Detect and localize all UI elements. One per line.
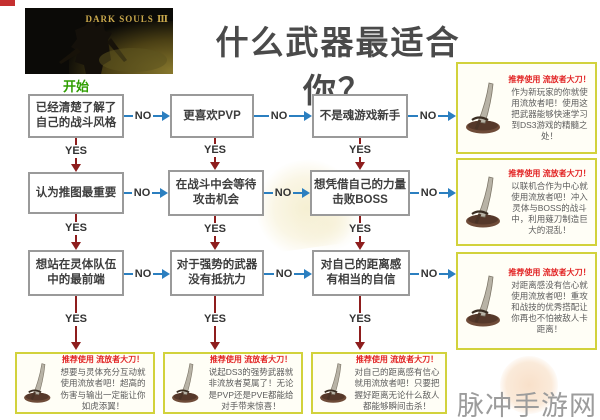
- question-phantom-frontline: 想站在灵体队伍中的最前端: [28, 250, 124, 296]
- question-know-own-style: 已经清楚了解了自己的战斗风格: [28, 94, 124, 138]
- arrow-head-icon: [210, 242, 220, 250]
- yes-arrow-q7-rec4: YES: [56, 296, 96, 350]
- no-label: NO: [274, 186, 292, 199]
- greatsword-icon: [172, 363, 199, 403]
- question-map-progress-important: 认为推图最重要: [28, 172, 124, 214]
- greatsword-icon: [466, 82, 500, 134]
- arrow-head-icon: [162, 269, 170, 279]
- arrow-head-icon: [355, 162, 365, 170]
- recommendation-box-right-2: 推荐使用 流放者大刀！ 以联机合作为中心就使用流放者吧！冲入灵体与BOSS的战斗…: [456, 158, 597, 246]
- no-label: NO: [420, 267, 438, 280]
- recommendation-body: 说起DS3的强势武器就非流放者莫属了！无论是PVP还是PVE都能给对手带来惊喜！: [208, 367, 294, 411]
- no-arrow-q3-rec1: NO: [408, 108, 456, 124]
- yes-arrow-q4-q7: YES: [56, 214, 96, 250]
- question-distance-confidence: 对自己的距离感有相当的自信: [312, 250, 410, 296]
- recommendation-title: 推荐使用 流放者大刀！: [209, 355, 293, 365]
- no-arrow-q5-q6: NO: [264, 185, 310, 201]
- arrow-head-icon: [71, 342, 81, 350]
- greatsword-icon: [320, 363, 347, 403]
- recommendation-title: 推荐使用 流放者大刀！: [508, 168, 591, 178]
- arrow-head-icon: [71, 164, 81, 172]
- yes-label: YES: [348, 222, 371, 235]
- arrow-head-icon: [304, 111, 312, 121]
- no-arrow-q7-q8: NO: [124, 266, 170, 282]
- question-prefer-pvp: 更喜欢PVP: [170, 94, 254, 138]
- recommendation-body: 作为新玩家的你就使用流放者吧！使用这把武器能够快速学习到DS3游戏的精髓之处！: [511, 86, 588, 142]
- no-label: NO: [420, 186, 438, 199]
- arrow-head-icon: [448, 269, 456, 279]
- recommendation-body: 对自己的距离感有信心就用流放者吧！只要把握好距离无论什么敌人都能够瞬间击杀！: [354, 367, 440, 411]
- question-wait-attack-chance: 在战斗中会等待攻击机会: [168, 170, 264, 216]
- no-label: NO: [275, 267, 293, 280]
- recommendation-title: 推荐使用 流放者大刀！: [508, 267, 591, 277]
- question-solo-boss: 想凭借自己的力量击败BOSS: [310, 170, 410, 216]
- no-label: NO: [270, 109, 288, 122]
- knight-silhouette: [59, 18, 167, 74]
- no-arrow-q2-q3: NO: [254, 108, 312, 124]
- recommendation-box-right-1: 推荐使用 流放者大刀！ 作为新玩家的你就使用流放者吧！使用这把武器能够快速学习到…: [456, 62, 597, 154]
- arrow-head-icon: [448, 111, 456, 121]
- greatsword-icon: [466, 176, 500, 228]
- yes-arrow-q2-q5: YES: [195, 138, 235, 170]
- arrow-head-icon: [210, 342, 220, 350]
- yes-arrow-q9-rec6: YES: [340, 296, 380, 350]
- dark-souls-logo-text: DARK SOULS Ⅲ: [85, 14, 169, 24]
- arrow-head-icon: [355, 242, 365, 250]
- recommendation-box-bottom-1: 推荐使用 流放者大刀！ 想要与灵体充分互动就使用流放者吧！超高的伤害与输出一定能…: [15, 352, 155, 414]
- arrow-head-icon: [160, 188, 168, 198]
- recommendation-box-bottom-3: 推荐使用 流放者大刀！ 对自己的距离感有信心就用流放者吧！只要把握好距离无论什么…: [311, 352, 447, 414]
- question-not-souls-newbie: 不是魂游戏新手: [312, 94, 408, 138]
- yes-label: YES: [64, 221, 87, 234]
- no-label: NO: [134, 109, 152, 122]
- page-title: 什么武器最适合你？: [215, 24, 461, 109]
- recommendation-box-right-3: 推荐使用 流放者大刀！ 对距离感没有信心就使用流放者吧！重攻和战技的优秀搭配让你…: [456, 252, 597, 350]
- greatsword-icon: [466, 275, 500, 327]
- no-label: NO: [133, 186, 151, 199]
- yes-arrow-q8-rec5: YES: [195, 296, 235, 350]
- arrow-head-icon: [302, 188, 310, 198]
- arrow-head-icon: [71, 242, 81, 250]
- arrow-head-icon: [210, 162, 220, 170]
- no-arrow-q4-q5: NO: [124, 185, 168, 201]
- no-label: NO: [419, 109, 437, 122]
- no-label: NO: [134, 267, 152, 280]
- no-arrow-q1-q2: NO: [124, 108, 170, 124]
- yes-arrow-q1-q4: YES: [56, 138, 96, 172]
- yes-label: YES: [203, 143, 226, 156]
- watermark-circle: [500, 356, 558, 414]
- recommendation-body: 想要与灵体充分互动就使用流放者吧！超高的伤害与输出一定能让你如虎添翼！: [60, 367, 146, 411]
- yes-arrow-q5-q8: YES: [195, 216, 235, 250]
- recommendation-body: 对距离感没有信心就使用流放者吧！重攻和战技的优秀搭配让你再也不怕被敌人卡距离！: [511, 279, 588, 335]
- yes-label: YES: [348, 312, 371, 325]
- arrow-head-icon: [448, 188, 456, 198]
- greatsword-icon: [24, 363, 51, 403]
- no-arrow-q9-rec3: NO: [410, 266, 456, 282]
- arrow-head-icon: [355, 342, 365, 350]
- site-watermark: 脉冲手游网: [457, 391, 597, 420]
- yes-label: YES: [64, 312, 87, 325]
- arrow-head-icon: [304, 269, 312, 279]
- start-label: 开始: [62, 79, 89, 94]
- arrow-head-icon: [162, 111, 170, 121]
- recommendation-title: 推荐使用 流放者大刀！: [61, 355, 145, 365]
- no-arrow-q6-rec2: NO: [410, 185, 456, 201]
- yes-label: YES: [203, 312, 226, 325]
- recommendation-title: 推荐使用 流放者大刀！: [355, 355, 439, 365]
- yes-label: YES: [64, 144, 87, 157]
- no-arrow-q8-q9: NO: [264, 266, 312, 282]
- yes-arrow-q6-q9: YES: [340, 216, 380, 250]
- recommendation-body: 以联机合作为中心就使用流放者吧！冲入灵体与BOSS的战斗中，利用薙刀制造巨大的混…: [511, 180, 588, 236]
- corner-red-mark: [0, 0, 15, 6]
- recommendation-box-bottom-2: 推荐使用 流放者大刀！ 说起DS3的强势武器就非流放者莫属了！无论是PVP还是P…: [163, 352, 303, 414]
- yes-label: YES: [348, 143, 371, 156]
- question-weakness-strong-weapons: 对于强势的武器没有抵抗力: [170, 250, 264, 296]
- yes-label: YES: [203, 222, 226, 235]
- yes-arrow-q3-q6: YES: [340, 138, 380, 170]
- recommendation-title: 推荐使用 流放者大刀！: [508, 74, 591, 84]
- dark-souls-banner-image: DARK SOULS Ⅲ: [25, 8, 173, 74]
